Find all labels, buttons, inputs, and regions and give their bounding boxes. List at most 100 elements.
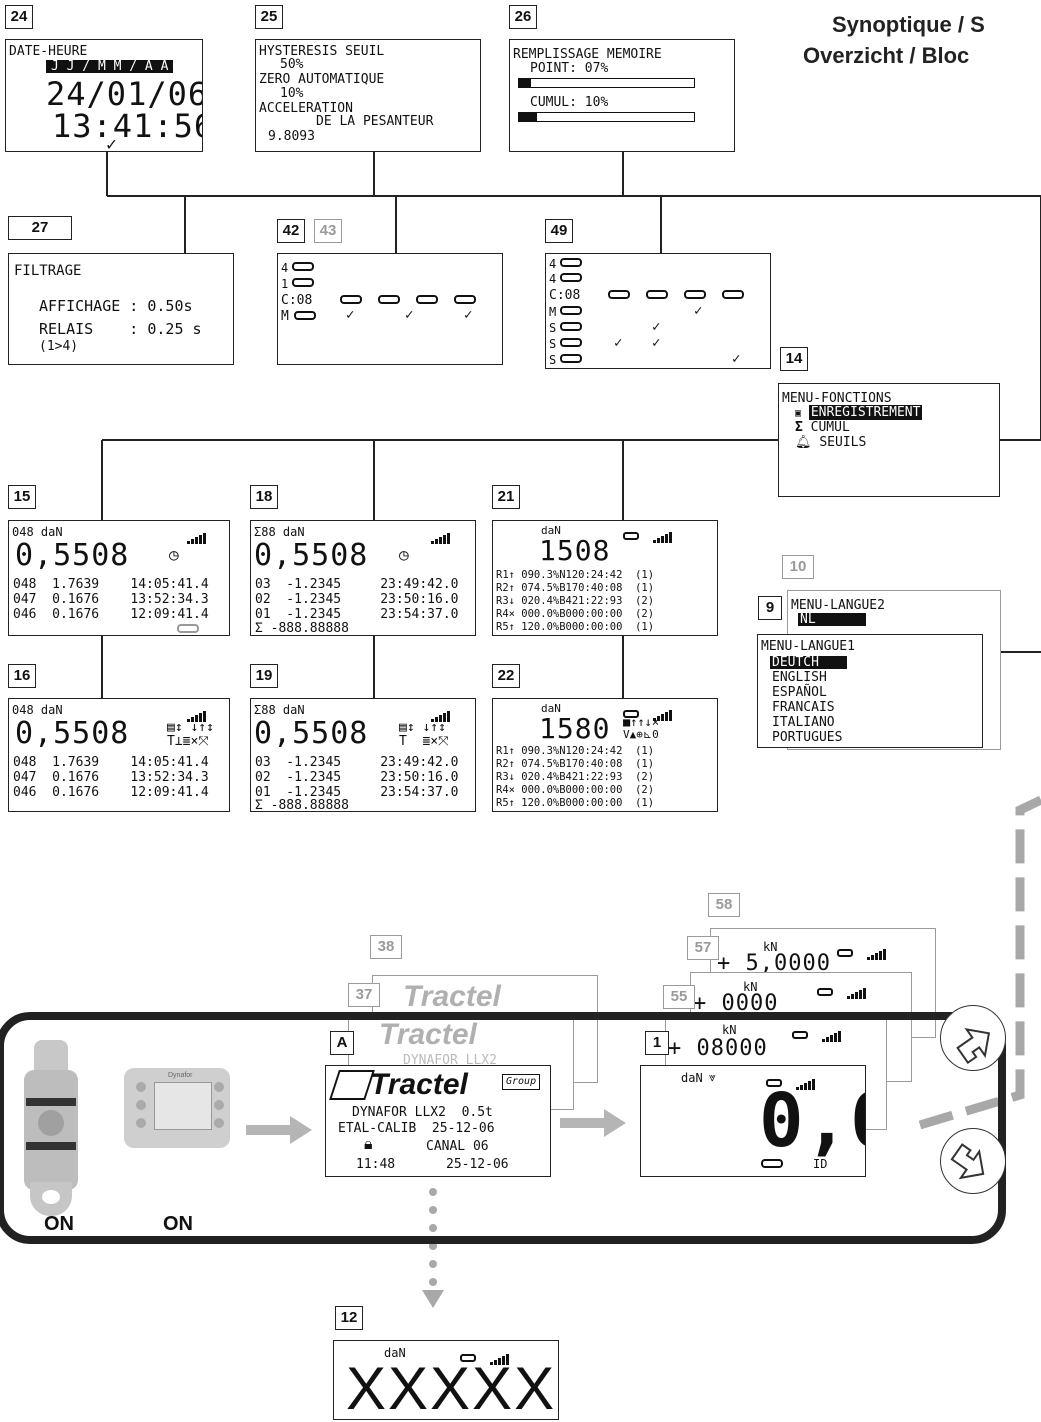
menu-item-thresholds[interactable]: 🔔︎ SEUILS bbox=[795, 436, 866, 449]
slave-label: S bbox=[549, 322, 556, 334]
step-number-25: 25 bbox=[255, 5, 283, 29]
menu-item-label: ENREGISTREMENT bbox=[809, 405, 923, 420]
step-number-43: 43 bbox=[314, 219, 342, 243]
screen-record-list: 048 daN 0,5508 ◷ 048 1.7639 14:05:41.4 0… bbox=[8, 520, 230, 636]
back-arrow-button[interactable] bbox=[940, 1128, 1006, 1194]
load-value: 0,5508 bbox=[15, 541, 129, 571]
check-icons: ✓ ✓ ✓ ✓ bbox=[346, 308, 503, 322]
step-number-1: 1 bbox=[645, 1031, 669, 1055]
cumul-row: 01 -1.2345 23:54:37.0 bbox=[255, 608, 459, 621]
screen-thresholds: daN 1508 R1↑ 090.3%N120:24:42 (1) R2↑ 07… bbox=[492, 520, 718, 636]
calibration-date: ETAL-CALIB 25-12-06 bbox=[338, 1122, 495, 1135]
sensor-icon bbox=[416, 295, 438, 304]
screen-title: DATE-HEURE bbox=[9, 45, 87, 58]
date-format: J J / M M / A A bbox=[46, 60, 173, 73]
sensor-icon bbox=[560, 354, 582, 363]
header-title-1: Synoptique / S bbox=[832, 12, 985, 38]
antenna-icon: ⩔ bbox=[709, 1071, 716, 1083]
cumul-row: 02 -1.2345 23:50:16.0 bbox=[255, 771, 459, 784]
menu-item-cumul[interactable]: Σ CUMUL bbox=[795, 421, 850, 434]
slave-label: S bbox=[549, 354, 556, 366]
check-icon: ✓ bbox=[652, 320, 660, 334]
screen-menu-functions: MENU-FONCTIONS ▣ ENREGISTREMENT Σ CUMUL … bbox=[778, 383, 1000, 497]
language-option-selected[interactable]: NL bbox=[798, 613, 866, 626]
record-row: 048 1.7639 14:05:41.4 bbox=[13, 578, 209, 591]
menu-title: MENU-LANGUE2 bbox=[791, 599, 885, 612]
language-option[interactable]: ESPAÑOL bbox=[772, 686, 827, 699]
gravity-value: 9.8093 bbox=[268, 130, 315, 143]
menu-item-label: SEUILS bbox=[819, 435, 866, 450]
channel-count: C:08 bbox=[549, 289, 580, 302]
step-number-49: 49 bbox=[545, 219, 573, 243]
step-number-24: 24 bbox=[5, 5, 33, 29]
load-value: 1580 bbox=[539, 715, 610, 743]
master-label: M bbox=[549, 306, 556, 318]
cumul-total: Σ -888.88888 bbox=[255, 622, 349, 635]
menu-item-label: CUMUL bbox=[811, 420, 850, 435]
row-label: 4 bbox=[549, 273, 556, 285]
id-label: ID bbox=[813, 1158, 827, 1170]
step-number-10: 10 bbox=[782, 555, 814, 579]
check-icon: ✓ bbox=[652, 336, 660, 350]
time-text: 11:48 bbox=[356, 1158, 395, 1171]
sensor-icon bbox=[761, 1159, 783, 1168]
hysteresis-label: HYSTERESIS SEUIL bbox=[259, 45, 384, 58]
threshold-row: R3↓ 020.4%B421:22:93 (2) bbox=[496, 596, 654, 607]
forward-arrow-button[interactable] bbox=[940, 1005, 1006, 1071]
display-screen bbox=[154, 1082, 212, 1130]
step-number-58: 58 bbox=[708, 893, 740, 917]
cumul-total: Σ -888.88888 bbox=[255, 799, 349, 812]
channel-count: C:08 bbox=[281, 294, 312, 307]
sensor-icon bbox=[292, 262, 314, 271]
threshold-row: R4× 000.0%B000:00:00 (2) bbox=[496, 609, 654, 620]
sensor-icon bbox=[560, 258, 582, 267]
action-icons: T⊥≣×⤧ bbox=[167, 735, 209, 748]
step-number-12: 12 bbox=[335, 1306, 363, 1330]
record-row: 047 0.1676 13:52:34.3 bbox=[13, 593, 209, 606]
gravity-label: DE LA PESANTEUR bbox=[316, 115, 433, 128]
sensor-icon bbox=[560, 322, 582, 331]
battery-icon bbox=[817, 988, 833, 996]
point-progress-fill bbox=[519, 79, 531, 87]
master-label: M bbox=[281, 310, 289, 323]
load-value: 0,5508 bbox=[254, 541, 368, 571]
hysteresis-value: 50% bbox=[280, 58, 303, 71]
slave-label: S bbox=[549, 338, 556, 350]
language-option[interactable]: DEUTCH bbox=[770, 656, 847, 669]
step-number-16: 16 bbox=[8, 664, 36, 688]
screen-channels-slaves: 4 4 C:08 M S S S ✓ ✓ ✓ ✓ ✓ bbox=[545, 253, 771, 369]
relay-range: (1>4) bbox=[39, 340, 78, 353]
bell-icon: 🔔︎ bbox=[795, 435, 812, 450]
clock-icon: ◷ bbox=[399, 547, 409, 563]
screen-channels: 4 1 C:08 M ✓ ✓ ✓ ✓ bbox=[277, 253, 503, 365]
signal-icon bbox=[867, 941, 887, 960]
brand-logo: Tractel bbox=[370, 1070, 468, 1100]
step-number-14: 14 bbox=[780, 347, 808, 371]
menu-item-recording[interactable]: ▣ ENREGISTREMENT bbox=[795, 406, 922, 419]
action-icons: V▲⊕⊾0 bbox=[623, 729, 659, 740]
clock-icon: ◷ bbox=[169, 547, 179, 563]
language-option[interactable]: ENGLISH bbox=[772, 671, 827, 684]
tractel-logo-icon bbox=[329, 1070, 375, 1100]
screen-overload: daN XXXXX bbox=[333, 1340, 559, 1420]
sensor-icon bbox=[454, 295, 476, 304]
action-icons: ■↑↑↓× bbox=[623, 716, 659, 728]
action-icons: T ≣×⤧ bbox=[399, 735, 449, 748]
threshold-row: R2↑ 074.5%B170:40:08 (1) bbox=[496, 759, 654, 770]
language-option[interactable]: FRANCAIS bbox=[772, 701, 835, 714]
menu-title: MENU-FONCTIONS bbox=[782, 392, 892, 405]
load-value: 0,5508 bbox=[254, 719, 368, 749]
up-right-arrow-icon bbox=[941, 1006, 1005, 1070]
sensor-icon bbox=[292, 278, 314, 287]
language-option[interactable]: PORTUGUES bbox=[772, 731, 842, 744]
language-option[interactable]: ITALIANO bbox=[772, 716, 835, 729]
screen-memory-fill: REMPLISSAGE MEMOIRE POINT: 07% CUMUL: 10… bbox=[509, 39, 735, 152]
zero-label: ZERO AUTOMATIQUE bbox=[259, 73, 384, 86]
battery-icon bbox=[623, 532, 639, 540]
signal-icon bbox=[187, 525, 207, 544]
threshold-row: R1↑ 090.3%N120:24:42 (1) bbox=[496, 570, 654, 581]
header-title-2: Overzicht / Bloc bbox=[803, 43, 969, 69]
signal-icon bbox=[653, 524, 673, 543]
screen-thresholds-actions: daN 1580 ■↑↑↓× V▲⊕⊾0 R1↑ 090.3%N120:24:4… bbox=[492, 698, 718, 812]
zero-value: 10% bbox=[280, 87, 303, 100]
